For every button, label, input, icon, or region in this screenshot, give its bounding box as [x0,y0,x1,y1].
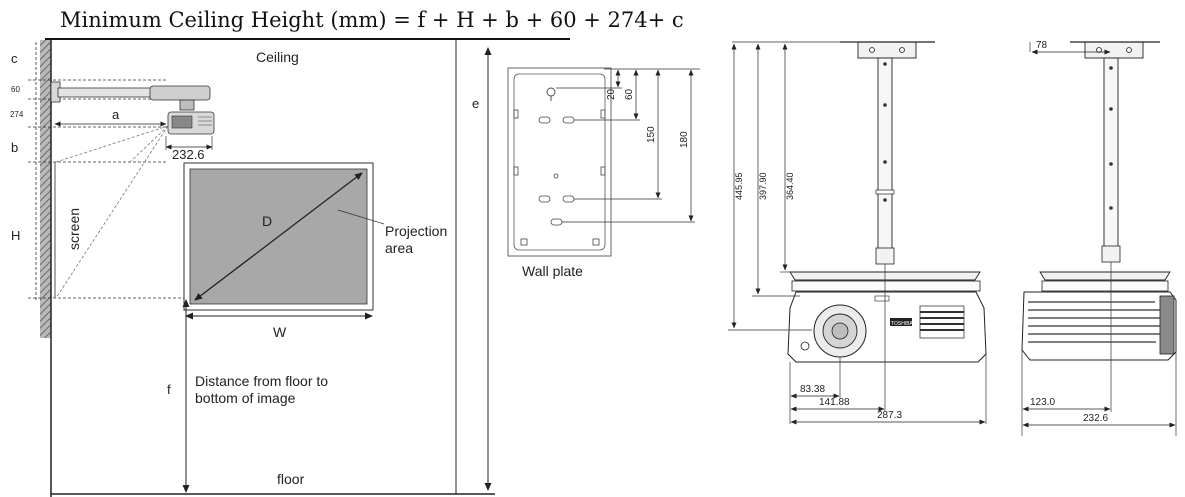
distance-label-1: Distance from floor to [195,373,328,389]
floor-label: floor [277,471,305,487]
extension-pole-front [877,57,893,259]
dim-H-label: H [11,228,20,243]
plate-dim-60: 60 [624,88,635,100]
brand-label: TOSHIBA [891,321,914,327]
dim-83-label: 83.38 [800,384,825,395]
dim-e-label: e [472,96,479,111]
screen-label: screen [66,208,82,250]
vertical-dimension-chain [28,42,190,300]
plate-dim-180: 180 [679,131,690,148]
dim-274-label: 274 [10,110,24,119]
projector-depth-label: 232.6 [172,147,205,162]
dim-b-label: b [11,140,18,155]
wall-plate-diagram: 20 60 150 180 Wall plate [507,67,700,279]
plate-dim-150: 150 [646,126,657,143]
dim-364-label: 364.40 [785,172,795,200]
ceiling-bracket-side [1084,41,1144,59]
dim-397-label: 397.90 [758,172,768,200]
side-view-diagram: 78 123.0 232.6 [1021,40,1177,436]
dim-60-label: 60 [11,85,20,94]
distance-label-2: bottom of image [195,390,296,406]
room-diagram: Ceiling floor c 60 274 b H [10,40,495,497]
dim-445-label: 445.95 [734,172,744,200]
ceiling-label: Ceiling [256,49,299,65]
side-vent-lines [1028,301,1162,343]
wall-plate-label: Wall plate [522,263,583,279]
dim-D-label: D [262,213,272,229]
wall-plate-frame [507,67,612,257]
projection-area-label-2: area [385,240,413,256]
short-throw-mount [50,81,215,135]
front-view-diagram: TOSHIBA 445.95 397.90 364.40 83.38 141.8… [728,41,987,425]
dim-W-label: W [273,324,287,340]
diagonal-D [194,172,363,301]
side-dim-232-label: 232.6 [1083,413,1108,424]
side-dim-123-label: 123.0 [1030,397,1055,408]
extension-pole-side [1103,57,1119,259]
projection-rays [55,125,169,299]
dim-a-label: a [112,107,120,122]
plate-dim-20: 20 [606,88,617,100]
wall-hatch [40,40,51,338]
dim-141-label: 141.88 [819,397,850,408]
projection-area-label-1: Projection [385,223,447,239]
ceiling-bracket-front [857,41,917,59]
dim-c-label: c [11,51,18,66]
dim-287-label: 287.3 [877,410,902,421]
side-dim-78-label: 78 [1036,40,1048,51]
ceiling-height-formula: Minimum Ceiling Height (mm) = f + H + b … [60,8,684,32]
dim-f-label: f [167,382,171,397]
front-vent-grille [919,305,965,339]
